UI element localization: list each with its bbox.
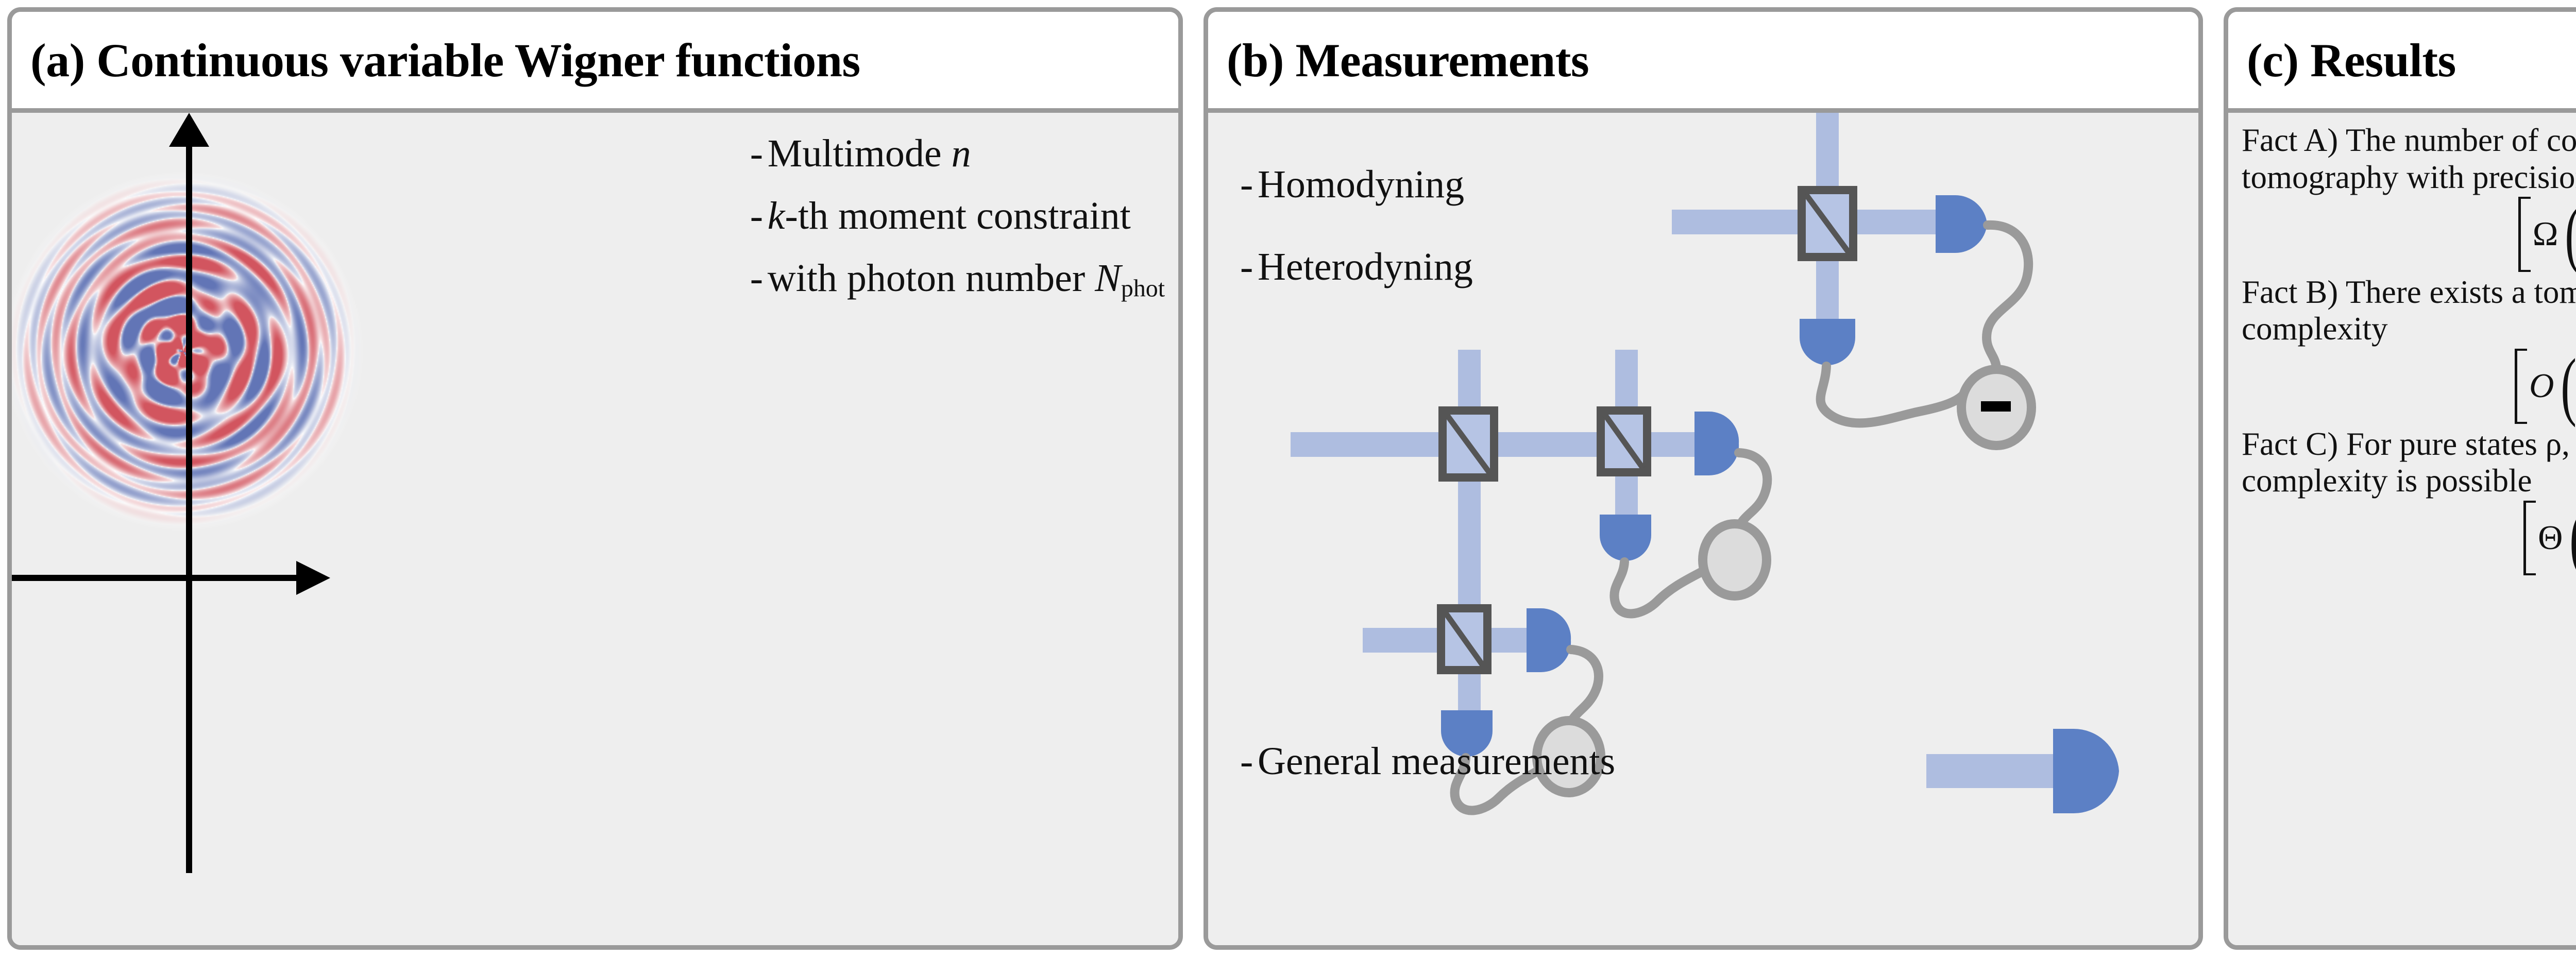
bullet-dash-icon: - bbox=[1240, 245, 1253, 288]
bullet-photon-symbol: N bbox=[1095, 256, 1121, 300]
fact-c-operator: Θ bbox=[2538, 519, 2563, 557]
panel-c-header: (c) Results bbox=[2228, 12, 2576, 113]
panel-b-label-list: -Homodyning -Heterodyning -General measu… bbox=[1208, 113, 2198, 945]
paren-left-icon: ( bbox=[2570, 500, 2576, 576]
bullet-multimode-symbol: n bbox=[951, 132, 971, 175]
bullet-dash-icon: - bbox=[750, 256, 764, 300]
label-general-text: General measurements bbox=[1258, 740, 1616, 783]
wire-het2-bottom bbox=[1609, 557, 1707, 619]
wire-het2-right bbox=[1734, 448, 1772, 537]
heterodyne-node-2 bbox=[1698, 519, 1771, 601]
general-measurement-diagram bbox=[1926, 728, 2119, 814]
fact-c-text: Fact C) For pure states ρ, a more favour… bbox=[2242, 425, 2576, 499]
bullet-moment-symbol: k bbox=[767, 194, 785, 237]
label-general-measurements: -General measurements bbox=[1240, 739, 1615, 784]
photodetector-bottom bbox=[1800, 319, 1855, 365]
panel-b-header: (b) Measurements bbox=[1208, 12, 2198, 113]
photodetector-het-2-right bbox=[1694, 411, 1739, 476]
minus-sign-icon bbox=[1981, 401, 2011, 412]
bullet-moment-text: -th moment constraint bbox=[785, 194, 1131, 237]
label-heterodyning: -Heterodyning bbox=[1240, 245, 1473, 289]
bullet-dash-icon: - bbox=[750, 194, 764, 237]
wigner-vertical-axis-arrow-icon bbox=[169, 113, 209, 147]
bullet-dash-icon: - bbox=[750, 132, 764, 175]
bullet-multimode: -Multimode n bbox=[750, 128, 1165, 179]
paren-left-icon: ( bbox=[2565, 196, 2576, 272]
bullet-multimode-text: Multimode bbox=[767, 132, 952, 175]
panel-a-title: (a) Continuous variable Wigner functions bbox=[30, 33, 860, 87]
heterodyne-node-3 bbox=[1532, 716, 1605, 797]
beam-general bbox=[1926, 754, 2060, 788]
panel-a-body: -Multimode n -k-th moment constraint -wi… bbox=[12, 113, 1178, 945]
fact-b-formula: O ( Nphot ε3/(2k) ) 2n bbox=[2242, 343, 2576, 428]
wigner-heatmap-canvas bbox=[12, 170, 363, 531]
bracket-left-icon bbox=[2523, 500, 2536, 576]
label-homodyning-text: Homodyning bbox=[1258, 163, 1465, 206]
fact-b-operator: O bbox=[2529, 367, 2554, 405]
bracket-left-icon bbox=[2515, 348, 2528, 424]
bullet-dash-icon: - bbox=[1240, 740, 1253, 783]
label-homodyning: -Homodyning bbox=[1240, 162, 1464, 207]
beamsplitter-icon bbox=[1438, 406, 1498, 482]
fact-c-formula: Θ ( Nphot ε2/k ) n bbox=[2242, 500, 2576, 576]
panel-b: (b) Measurements bbox=[1204, 7, 2203, 950]
bullet-photon-text: with photon number bbox=[767, 256, 1095, 300]
panel-a-bullet-list: -Multimode n -k-th moment constraint -wi… bbox=[750, 128, 1165, 316]
photodetector-general bbox=[2053, 728, 2119, 814]
bullet-photon-number: -with photon number Nphot bbox=[750, 253, 1165, 305]
fact-a-formula: Ω ( Nphot ε1/k ) 2n bbox=[2242, 196, 2576, 272]
heterodyning-diagram bbox=[1291, 350, 1772, 815]
wire-bottom-detector bbox=[1816, 362, 1969, 428]
bullet-dash-icon: - bbox=[1240, 163, 1253, 206]
bullet-moment-constraint: -k-th moment constraint bbox=[750, 191, 1165, 242]
panel-a-header: (a) Continuous variable Wigner functions bbox=[12, 12, 1178, 113]
panel-c-title: (c) Results bbox=[2247, 33, 2456, 87]
wigner-horizontal-axis-arrow-icon bbox=[296, 561, 330, 595]
bracket-left-icon bbox=[2518, 197, 2531, 272]
beamsplitter-icon bbox=[1437, 604, 1492, 674]
photodetector-het-2-bottom bbox=[1600, 515, 1651, 561]
label-heterodyning-text: Heterodyning bbox=[1258, 245, 1473, 288]
fact-a-text: Fact A) The number of copies of ρ requir… bbox=[2242, 122, 2576, 195]
panel-c-body: Fact A) The number of copies of ρ requir… bbox=[2228, 113, 2576, 945]
homodyne-difference-node bbox=[1957, 365, 2036, 450]
beamsplitter-icon bbox=[1597, 406, 1651, 476]
fact-a-operator: Ω bbox=[2532, 215, 2558, 253]
fact-b-text: Fact B) There exists a tomography algori… bbox=[2242, 274, 2576, 347]
photodetector-het-3-right bbox=[1527, 608, 1571, 673]
wigner-horizontal-axis bbox=[12, 575, 303, 581]
photodetector-het-3-bottom bbox=[1441, 710, 1493, 757]
photodetector-right bbox=[1936, 195, 1987, 253]
wigner-function-plot bbox=[12, 170, 363, 531]
panel-b-body: -Homodyning -Heterodyning -General measu… bbox=[1208, 113, 2198, 945]
bullet-photon-subscript: phot bbox=[1121, 275, 1165, 302]
wire-right-detector bbox=[1982, 220, 2033, 374]
beamsplitter-icon bbox=[1798, 186, 1857, 261]
panel-c: (c) Results Fact A) The number of copies… bbox=[2224, 7, 2576, 950]
paren-left-icon: ( bbox=[2561, 343, 2576, 428]
panel-a: (a) Continuous variable Wigner functions… bbox=[7, 7, 1183, 950]
wigner-vertical-axis bbox=[186, 136, 192, 873]
panel-b-title: (b) Measurements bbox=[1227, 33, 1589, 87]
wire-het3-bottom bbox=[1450, 753, 1548, 815]
measurement-diagrams bbox=[1291, 113, 2119, 815]
homodyning-diagram bbox=[1672, 113, 2036, 450]
